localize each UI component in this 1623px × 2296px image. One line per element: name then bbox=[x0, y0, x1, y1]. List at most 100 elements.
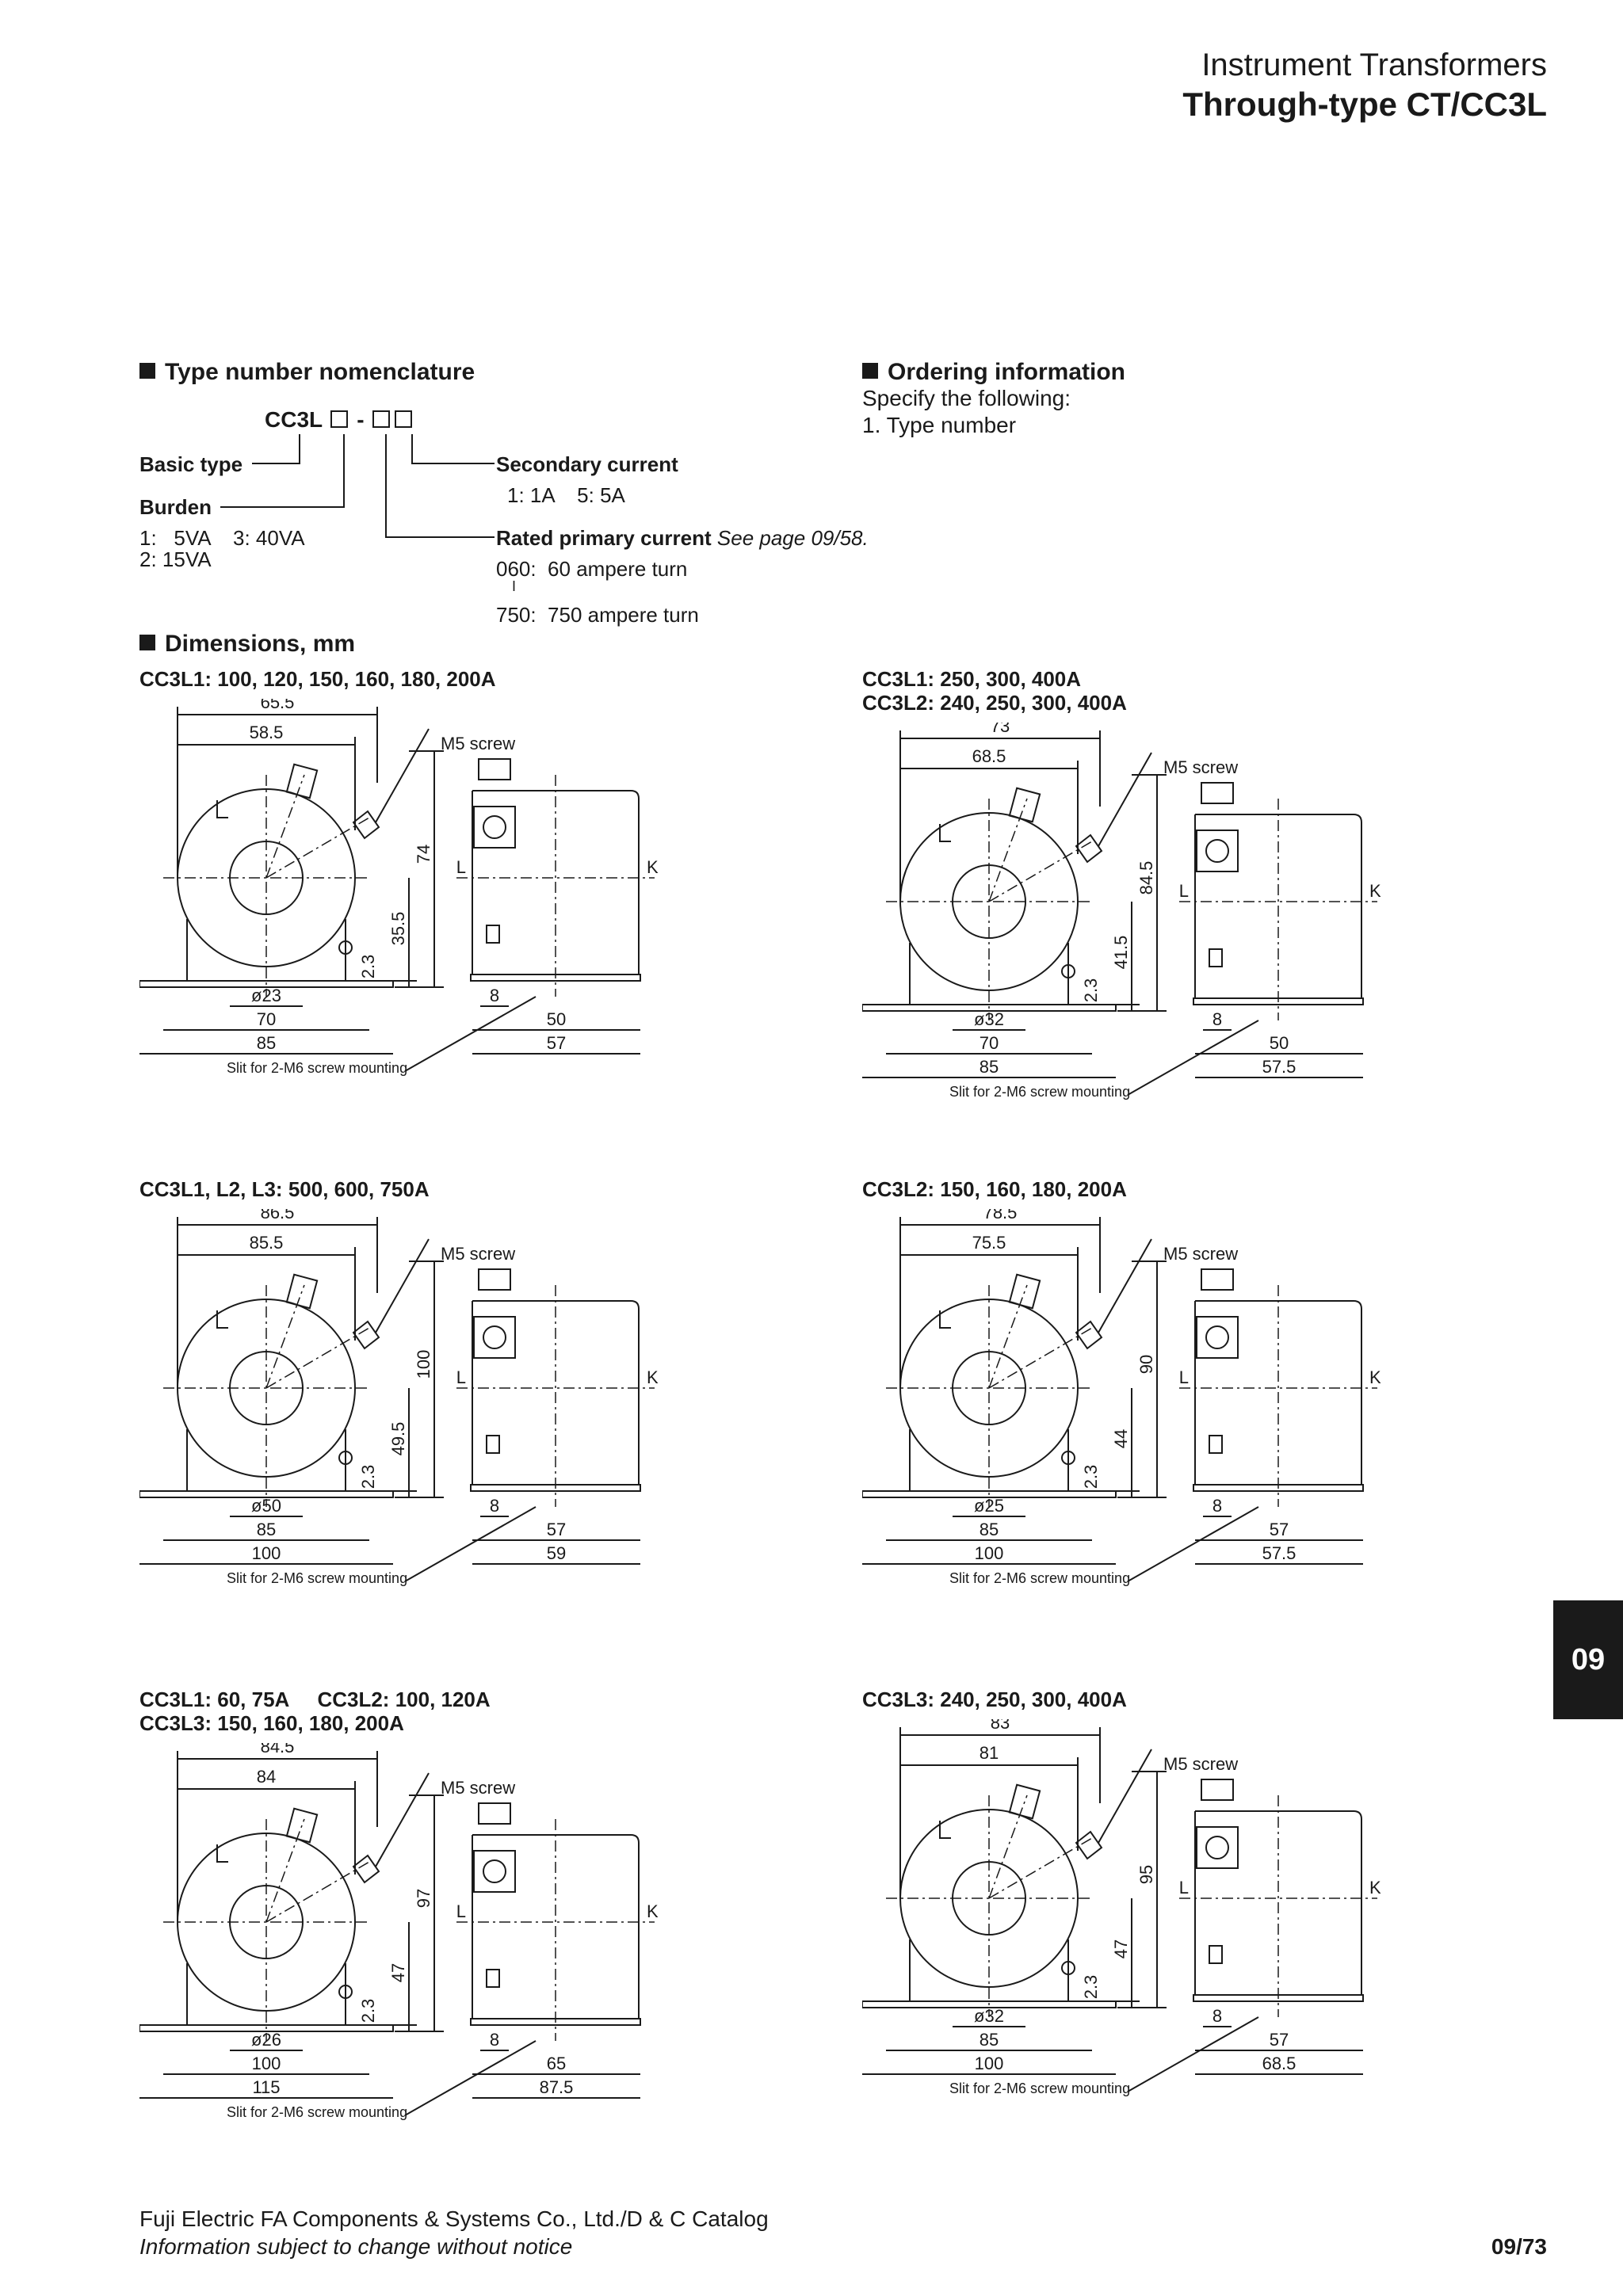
dim-side-width-2: 57 bbox=[547, 1033, 566, 1053]
dim-base-width-1: 70 bbox=[257, 1009, 276, 1029]
nomenclature-lines bbox=[220, 434, 495, 538]
dim-base-width-2: 85 bbox=[980, 1057, 999, 1077]
code-box-rated-1 bbox=[372, 410, 391, 428]
burden-options-1: 1: 5VA 3: 40VA bbox=[139, 526, 305, 550]
rated-range-start: 060: 60 ampere turn bbox=[496, 557, 688, 581]
dim-side-width-1: 57 bbox=[547, 1520, 566, 1539]
terminal-l-label: L bbox=[456, 857, 466, 877]
dim-side-width: 8 bbox=[1212, 1496, 1222, 1516]
dim-overall-width: 73 bbox=[991, 723, 1010, 736]
dim-hole-diameter: ø23 bbox=[251, 986, 281, 1005]
secondary-current-options: 1: 1A 5: 5A bbox=[507, 483, 625, 507]
drawing-model-label: CC3L1: 60, 75A CC3L2: 100, 120A bbox=[139, 1688, 491, 1711]
terminal-k-label: K bbox=[1369, 1878, 1381, 1897]
slit-label: Slit for 2-M6 screw mounting bbox=[949, 2081, 1130, 2096]
drawing-model-label: CC3L3: 240, 250, 300, 400A bbox=[862, 1688, 1127, 1711]
m5-screw-label: M5 screw bbox=[441, 1778, 515, 1798]
dim-side-width: 8 bbox=[490, 1496, 499, 1516]
dim-base-width-1: 85 bbox=[980, 2030, 999, 2050]
dim-hole-diameter: ø32 bbox=[974, 2006, 1004, 2026]
drawing-model-label: CC3L2: 150, 160, 180, 200A bbox=[862, 1177, 1127, 1201]
dim-overall-width: 84.5 bbox=[261, 1743, 295, 1756]
dim-hole-diameter: ø32 bbox=[974, 1009, 1004, 1029]
dim-base-thickness: 2.3 bbox=[358, 1465, 378, 1489]
burden-options-2: 2: 15VA bbox=[139, 547, 212, 571]
terminal-l-label: L bbox=[456, 1367, 466, 1387]
dim-side-width-2: 87.5 bbox=[540, 2077, 574, 2097]
dim-inner-width: 81 bbox=[980, 1743, 999, 1763]
dim-total-height: 95 bbox=[1136, 1865, 1156, 1884]
dim-base-width-2: 100 bbox=[252, 1543, 281, 1563]
drawing-model-label: CC3L1: 100, 120, 150, 160, 180, 200A bbox=[139, 667, 496, 691]
dim-side-width-2: 59 bbox=[547, 1543, 566, 1563]
dim-side-width-2: 57.5 bbox=[1262, 1057, 1296, 1077]
drawing-model-label: CC3L1: 250, 300, 400A bbox=[862, 667, 1082, 691]
terminal-k-label: K bbox=[1369, 1367, 1381, 1387]
basic-type-label: Basic type bbox=[139, 452, 243, 476]
rated-range-separator: I bbox=[512, 578, 517, 594]
slit-label: Slit for 2-M6 screw mounting bbox=[227, 2104, 407, 2120]
slit-label: Slit for 2-M6 screw mounting bbox=[227, 1570, 407, 1586]
dim-base-thickness: 2.3 bbox=[1081, 1975, 1101, 2000]
dim-base-width-2: 100 bbox=[975, 2054, 1004, 2073]
burden-label: Burden bbox=[139, 495, 212, 519]
dim-side-width-1: 57 bbox=[1270, 1520, 1289, 1539]
rated-primary-current: Rated primary current See page 09/58. bbox=[496, 526, 869, 550]
dim-base-width-2: 85 bbox=[257, 1033, 276, 1053]
terminal-l-label: L bbox=[1179, 881, 1189, 901]
drawing-model-label: CC3L2: 240, 250, 300, 400A bbox=[862, 691, 1127, 715]
dimensions-heading: Dimensions, mm bbox=[139, 630, 355, 658]
dim-side-width: 8 bbox=[490, 2030, 499, 2050]
m5-screw-label: M5 screw bbox=[441, 1244, 515, 1264]
dim-inner-width: 58.5 bbox=[250, 723, 284, 742]
dim-base-thickness: 2.3 bbox=[1081, 978, 1101, 1003]
header-category: Instrument Transformers bbox=[1201, 48, 1547, 82]
rated-range-end: 750: 750 ampere turn bbox=[496, 603, 699, 627]
dim-total-height: 97 bbox=[414, 1889, 433, 1908]
dim-base-thickness: 2.3 bbox=[358, 955, 378, 979]
terminal-l-label: L bbox=[1179, 1878, 1189, 1897]
dim-total-height: 74 bbox=[414, 845, 433, 864]
dim-side-width: 8 bbox=[490, 986, 499, 1005]
slit-label: Slit for 2-M6 screw mounting bbox=[949, 1570, 1130, 1586]
m5-screw-label: M5 screw bbox=[441, 734, 515, 753]
terminal-k-label: K bbox=[647, 1367, 659, 1387]
dim-base-width-1: 85 bbox=[257, 1520, 276, 1539]
secondary-current-label: Secondary current bbox=[496, 452, 678, 476]
code-box-rated-2 bbox=[395, 410, 413, 428]
terminal-k-label: K bbox=[647, 1901, 659, 1921]
m5-screw-label: M5 screw bbox=[1163, 1754, 1238, 1774]
ordering-line-2: 1. Type number bbox=[862, 413, 1017, 437]
terminal-k-label: K bbox=[1369, 881, 1381, 901]
ordering-heading: Ordering information bbox=[862, 358, 1125, 387]
dim-base-width-1: 85 bbox=[980, 1520, 999, 1539]
dim-center-height: 47 bbox=[1111, 1939, 1131, 1958]
bullet-square-icon bbox=[139, 635, 155, 650]
dim-base-width-1: 100 bbox=[252, 2054, 281, 2073]
dim-inner-width: 75.5 bbox=[972, 1233, 1006, 1253]
dim-overall-width: 83 bbox=[991, 1719, 1010, 1733]
dim-side-width: 8 bbox=[1212, 2006, 1222, 2026]
dim-side-width-1: 50 bbox=[1270, 1033, 1289, 1053]
header-product: Through-type CT/CC3L bbox=[1182, 86, 1547, 123]
dim-hole-diameter: ø25 bbox=[974, 1496, 1004, 1516]
dimension-drawing-6: CC3L3: 240, 250, 300, 400A 83 81 M5 screw ø3… bbox=[862, 1688, 1449, 2147]
dim-center-height: 47 bbox=[388, 1963, 408, 1982]
dim-inner-width: 84 bbox=[257, 1767, 276, 1787]
ordering-line-1: Specify the following: bbox=[862, 386, 1071, 410]
drawing-model-label: CC3L1, L2, L3: 500, 600, 750A bbox=[139, 1177, 430, 1201]
dim-overall-width: 65.5 bbox=[261, 699, 295, 712]
footer-notice: Information subject to change without no… bbox=[139, 2234, 573, 2259]
dim-total-height: 100 bbox=[414, 1350, 433, 1379]
dim-center-height: 35.5 bbox=[388, 912, 408, 946]
terminal-l-label: L bbox=[456, 1901, 466, 1921]
dim-center-height: 44 bbox=[1111, 1429, 1131, 1448]
dim-inner-width: 85.5 bbox=[250, 1233, 284, 1253]
